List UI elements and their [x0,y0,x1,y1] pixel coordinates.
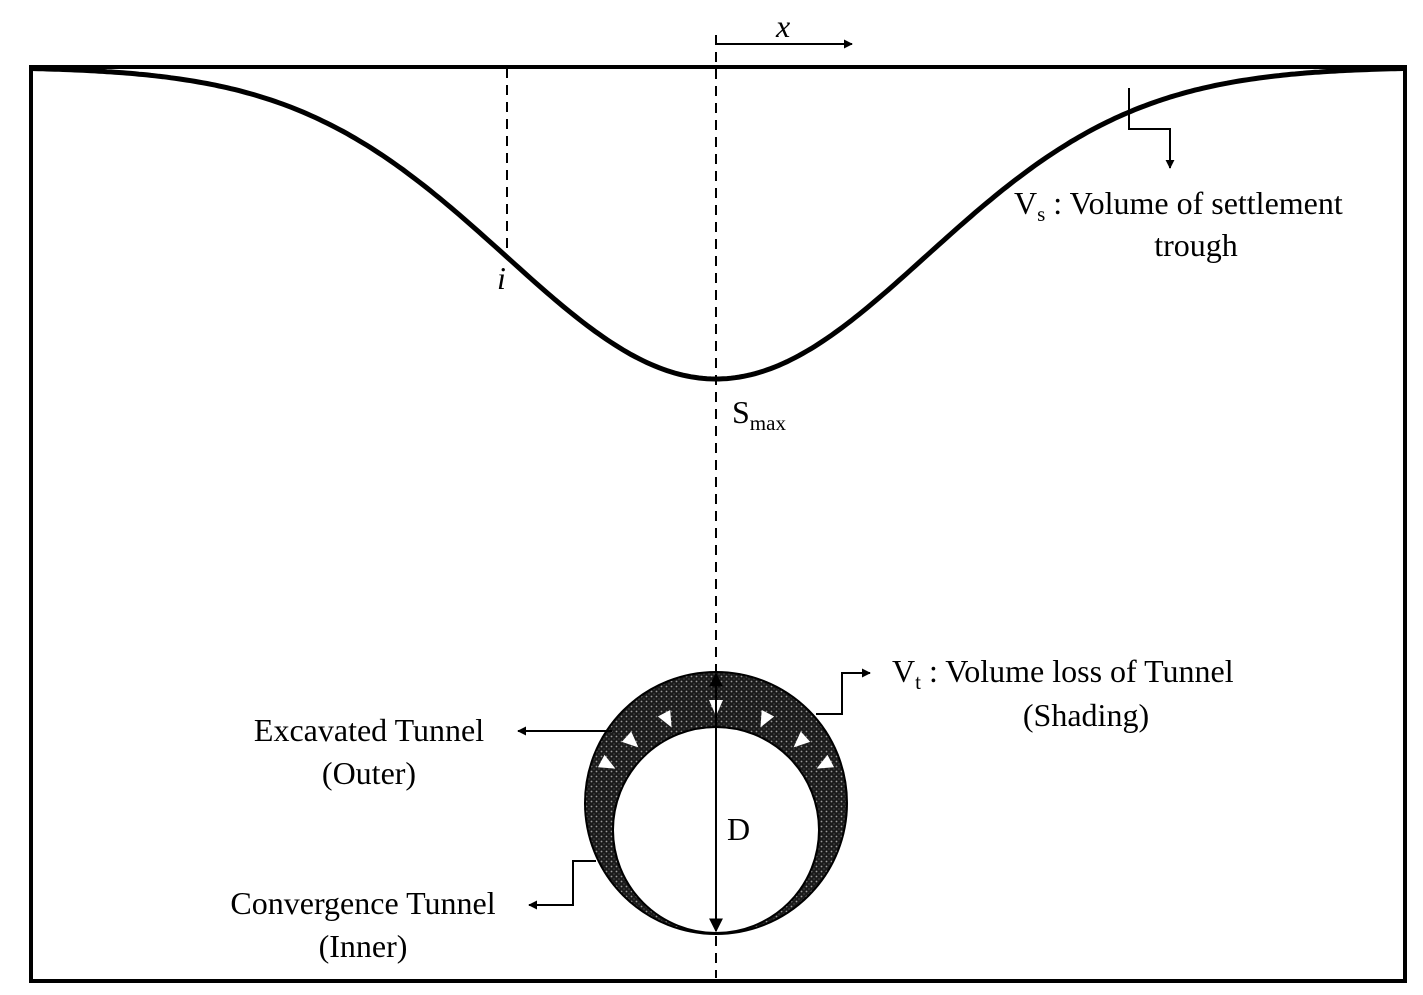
x-axis-label: x [775,8,790,44]
convergence-arrow [760,709,775,728]
convergence-arrow [793,731,811,748]
vs-leader [1128,88,1175,169]
vs-rest: : Volume of settlement [1045,185,1343,221]
ground-boundary [29,65,1407,983]
vs-label: Vs : Volume of settlement [1014,185,1343,226]
excavated-label: Excavated Tunnel [254,712,484,748]
vt-rest: : Volume loss of Tunnel [921,653,1234,689]
vt-sub: t [915,670,921,694]
excavated-label-line2: (Outer) [322,755,416,791]
vt-label-line2: (Shading) [1023,697,1149,733]
convergence-arrow [657,709,672,728]
smax-sub: max [750,411,787,435]
convergence-arrow [816,754,835,769]
volume-loss-ring [585,672,847,934]
vs-sub: s [1037,202,1045,226]
inflection-label: i [497,260,506,296]
convergence-arrow [597,754,616,769]
convergence-label: Convergence Tunnel [230,885,495,921]
vt-main: V [892,653,915,689]
smax-main: S [732,394,750,430]
vt-leader [816,668,871,715]
convergence-label-line2: (Inner) [319,928,408,964]
diameter-label: D [727,811,750,847]
vt-label: Vt : Volume loss of Tunnel [892,653,1234,694]
vs-main: V [1014,185,1037,221]
convergence-arrows [597,700,835,769]
smax-label: Smax [732,394,786,435]
convergence-arrow [621,731,639,748]
convergence-leader [528,860,596,910]
vs-label-line2: trough [1154,227,1238,263]
